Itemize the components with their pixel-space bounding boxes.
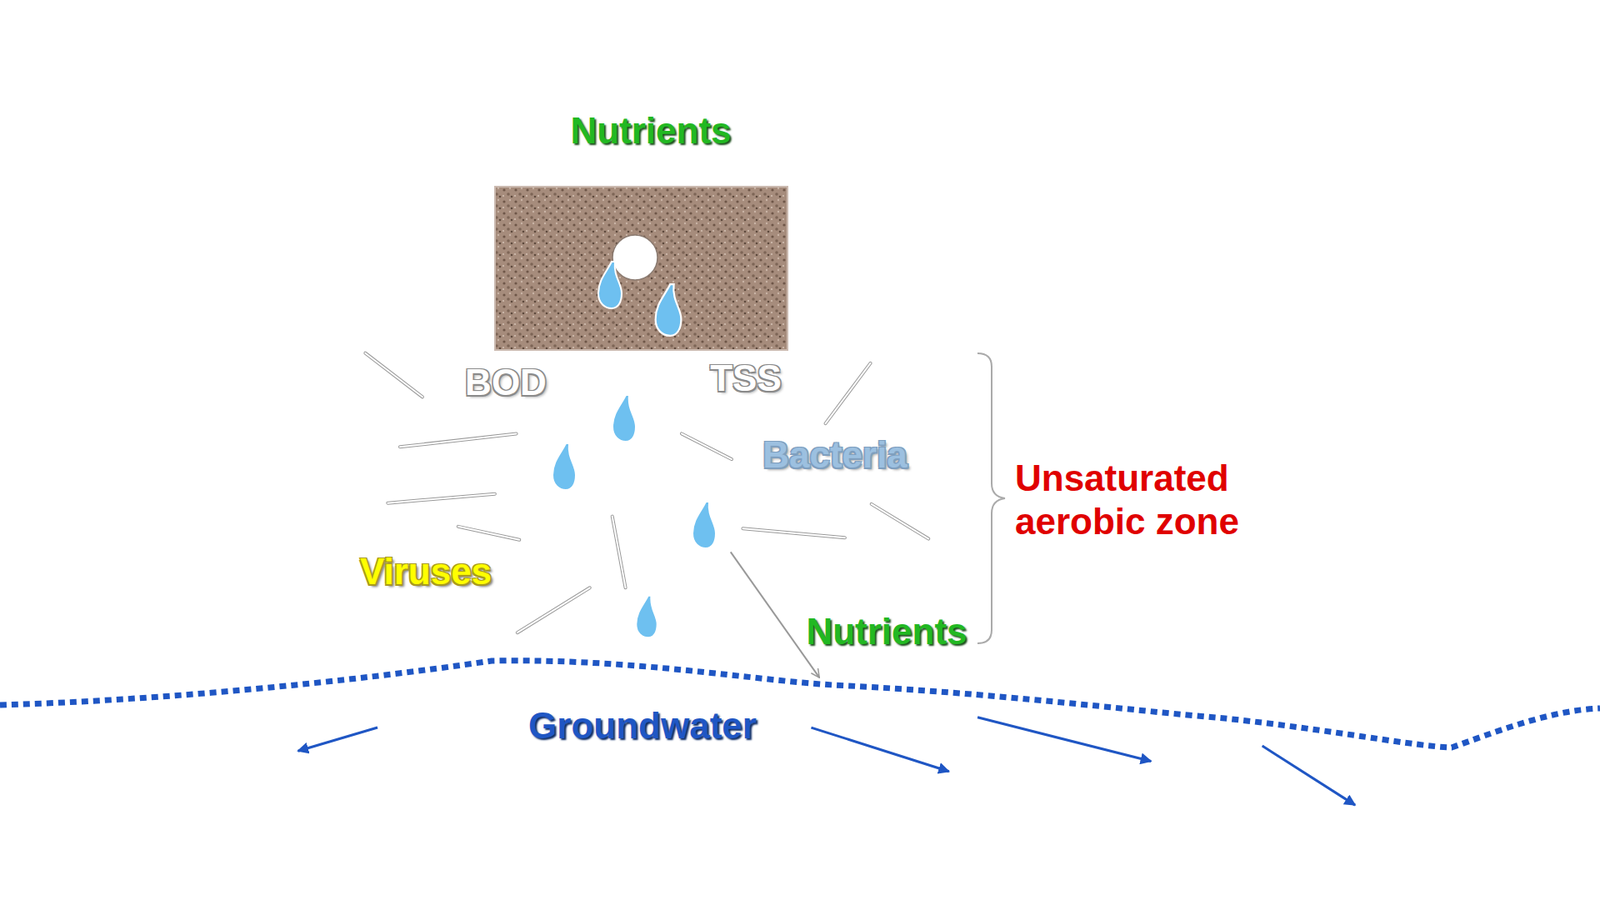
flow-arrow <box>298 727 379 751</box>
viruses-label: Viruses <box>360 550 492 594</box>
dispersion-line <box>387 494 495 504</box>
dispersion-line <box>871 504 930 540</box>
dispersion-line <box>365 353 423 398</box>
dispersion-line <box>825 363 871 424</box>
dispersion-line <box>742 528 845 538</box>
water-drop <box>655 284 682 336</box>
dispersion-line <box>517 587 590 633</box>
water-drops <box>552 261 716 638</box>
zone-brace <box>977 353 1005 644</box>
tss-label: TSS <box>710 356 782 400</box>
water-drop <box>635 595 657 638</box>
water-drop <box>598 261 622 309</box>
dispersion-line <box>871 504 930 540</box>
soil-block <box>495 186 788 350</box>
dispersion-line <box>742 528 845 538</box>
flow-arrow <box>810 727 949 772</box>
nutrients-label: Nutrients <box>805 610 967 654</box>
water-drop <box>552 443 576 490</box>
pipe <box>612 235 658 280</box>
dispersion-line <box>458 526 520 540</box>
groundwater-label: Groundwater <box>528 704 757 748</box>
dispersion-line <box>681 433 732 460</box>
dispersion-line <box>387 494 495 504</box>
dispersion-line <box>612 516 626 589</box>
water-drop <box>612 395 636 442</box>
nutrients-label: Nutrients <box>570 109 731 153</box>
dispersion-line <box>400 433 517 447</box>
groundwater-flow-arrows <box>298 717 1356 805</box>
flow-arrow <box>977 717 1151 762</box>
dispersion-line <box>612 516 626 589</box>
dispersion-line <box>825 363 871 424</box>
dispersion-line <box>681 433 732 460</box>
flow-arrow <box>1262 745 1355 805</box>
dispersion-line <box>458 526 520 540</box>
water-drop <box>692 501 716 549</box>
water-table <box>0 660 1600 748</box>
dispersion-line <box>365 353 423 398</box>
bacteria-label: Bacteria <box>762 433 908 477</box>
dispersion-line <box>400 433 517 447</box>
zone-label: Unsaturated aerobic zone <box>1015 456 1265 544</box>
bod-label: BOD <box>465 360 547 405</box>
percolation-arrow <box>730 551 820 678</box>
dispersion-line <box>517 587 590 633</box>
